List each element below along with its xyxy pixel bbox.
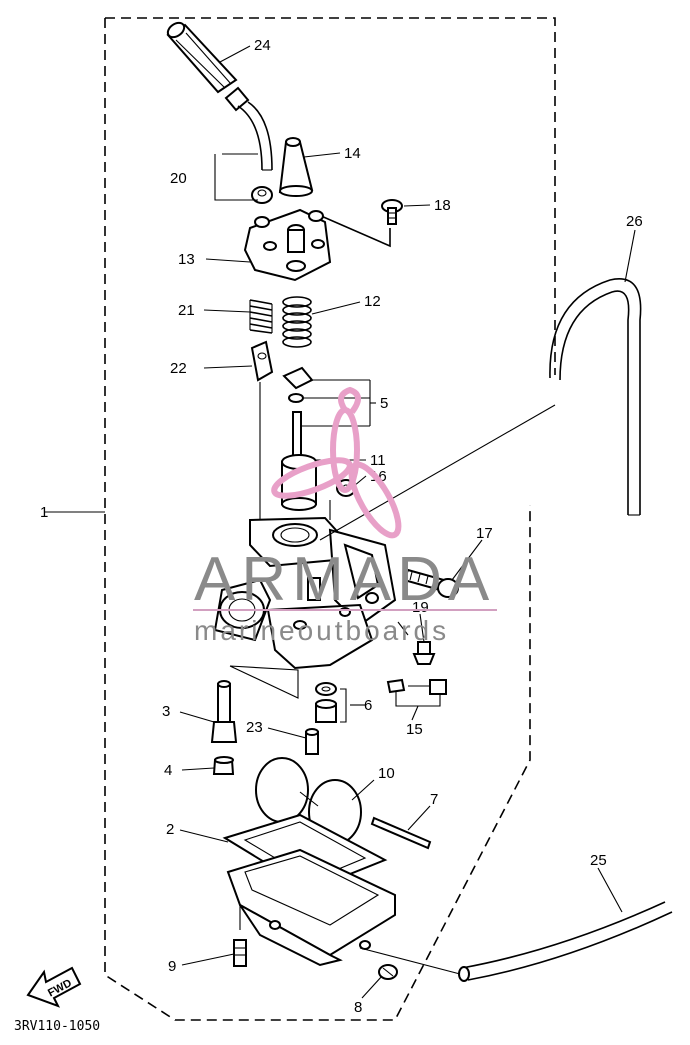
callout-5: 5	[380, 395, 388, 412]
callout-3: 3	[162, 703, 170, 720]
part-26-vent-hose	[319, 278, 642, 541]
callout-10: 10	[378, 765, 395, 782]
callout-11: 11	[370, 452, 386, 469]
part-4-main-jet	[212, 756, 235, 775]
part-18-screw	[311, 199, 403, 248]
part-21-small-spring	[249, 299, 273, 334]
callout-12: 12	[364, 293, 381, 310]
part-17-air-screw	[402, 568, 459, 598]
callout-8: 8	[354, 999, 362, 1016]
callout-18: 18	[434, 197, 451, 214]
callout-26: 26	[626, 213, 643, 230]
callout-numbers: 24 20 14 18 13 21 12 22 5 11 16 1 17 19 …	[40, 37, 643, 1016]
callout-4: 4	[164, 762, 172, 779]
diagram-code: 3RV110-1050	[14, 1019, 100, 1034]
callout-20: 20	[170, 170, 187, 187]
callout-15: 15	[406, 721, 423, 738]
part-20-adjuster	[224, 86, 273, 204]
part-12-large-spring	[282, 296, 312, 348]
armada-watermark: ARMADA marineoutboards	[193, 386, 497, 646]
callout-13: 13	[178, 251, 195, 268]
callout-22: 22	[170, 360, 187, 377]
callout-19: 19	[412, 599, 429, 616]
callout-2: 2	[166, 821, 174, 838]
part-6-drain-plug	[315, 682, 347, 723]
callout-7: 7	[430, 791, 438, 808]
callout-9: 9	[168, 958, 176, 975]
armada-logo-icon	[271, 386, 402, 539]
watermark-tagline: marineoutboards	[194, 615, 449, 646]
callout-14: 14	[344, 145, 361, 162]
fwd-arrow-icon: FWD	[26, 966, 82, 1008]
part-23-pilot-jet	[305, 728, 319, 755]
callout-6: 6	[364, 697, 372, 714]
callout-21: 21	[178, 302, 195, 319]
part-22-cable-holder	[250, 340, 274, 520]
part-9-screw	[233, 939, 247, 967]
part-14-boot	[278, 137, 314, 197]
part-15-pilot-screw	[386, 678, 447, 707]
float-chamber	[226, 848, 396, 967]
callout-23: 23	[246, 719, 263, 736]
part-25-hose	[359, 901, 673, 982]
part-19-screw	[397, 621, 436, 665]
part-24-cap	[166, 21, 238, 94]
assembly-outline	[104, 17, 556, 1021]
part-8-drain-screw	[378, 964, 398, 980]
part-7-float-pin	[370, 816, 432, 850]
callout-24: 24	[254, 37, 271, 54]
part-11-throttle-valve	[281, 454, 317, 511]
callout-1: 1	[40, 504, 48, 521]
watermark-brand: ARMADA	[194, 545, 495, 614]
callout-17: 17	[476, 525, 493, 542]
part-3-needle-jet	[210, 665, 299, 743]
part-13-top-cap	[243, 208, 332, 282]
callout-25: 25	[590, 852, 607, 869]
